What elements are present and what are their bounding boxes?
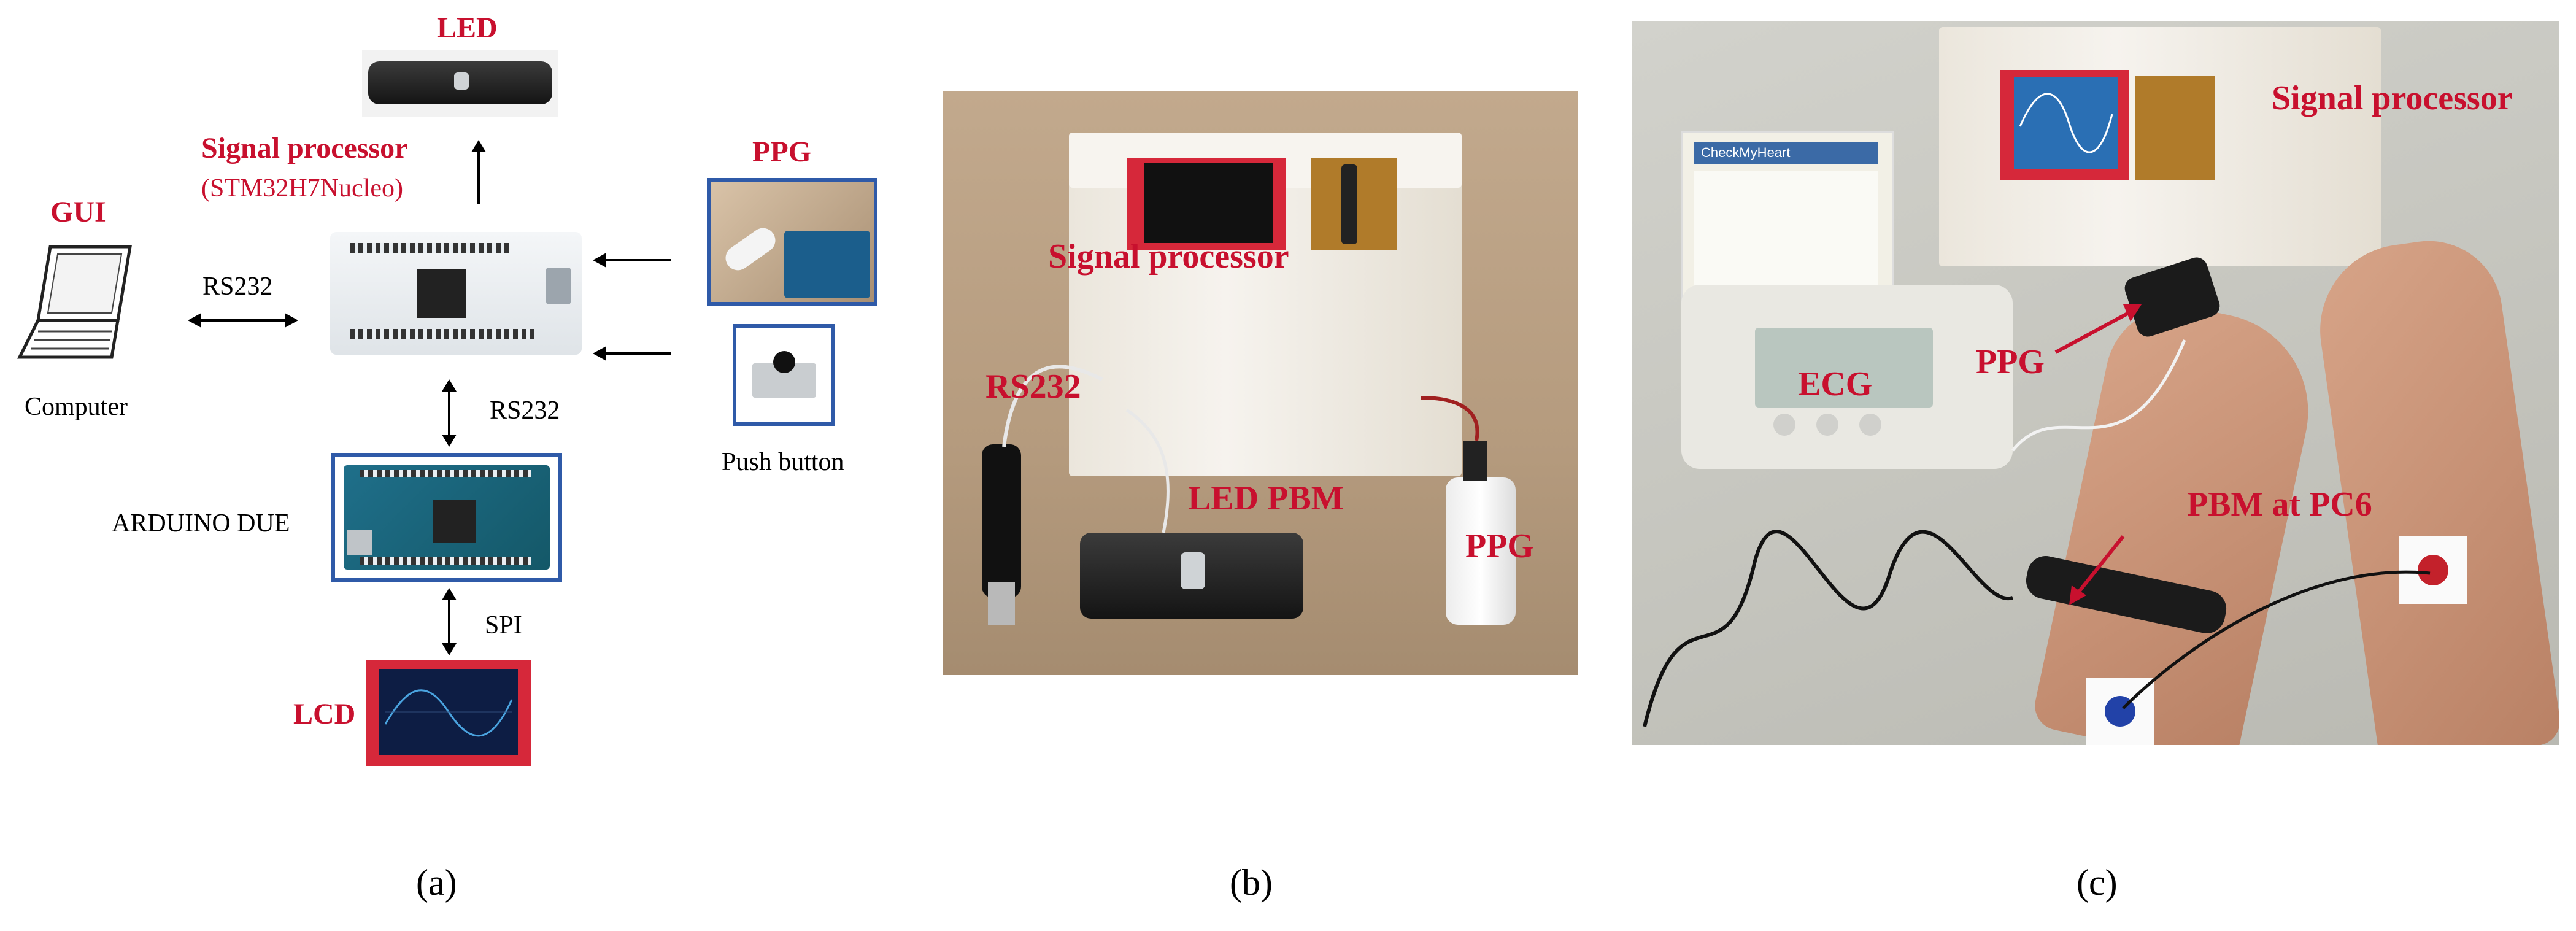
gui-label: GUI: [50, 196, 106, 228]
lcd-waveform-c: [2019, 93, 2113, 153]
signal-processor-label-c: Signal processor: [2272, 79, 2513, 117]
lcd-photo: [366, 660, 531, 766]
led-band-photo: [362, 50, 558, 117]
arrow-button-to-processor: [593, 346, 671, 361]
laptop-icon: [17, 245, 132, 359]
rs232-label-b: RS232: [985, 368, 1081, 406]
led-label: LED: [437, 12, 498, 44]
caption-a: (a): [416, 862, 457, 903]
lcd-label: LCD: [293, 698, 356, 730]
caption-c: (c): [2077, 862, 2118, 903]
bidirectional-arrow-gui-processor: [188, 313, 298, 328]
arrow-up-to-led: [471, 140, 486, 204]
spi-label: SPI: [485, 611, 522, 639]
rs232-down-label: RS232: [490, 396, 560, 425]
stm32-board-photo: [325, 225, 589, 363]
push-button-label: Push button: [722, 448, 844, 476]
arrow-ppg-to-processor: [593, 253, 671, 268]
device-photo-b: Signal processor RS232 LED PBM PPG: [943, 91, 1578, 675]
led-pbm-label-b: LED PBM: [1188, 479, 1344, 517]
cables-b: [1002, 365, 1479, 533]
ppg-label-b: PPG: [1465, 527, 1534, 565]
bidirectional-arrow-processor-arduino: [442, 379, 457, 447]
device-brand-text: CheckMyHeart: [1701, 145, 1791, 160]
pointer-arrows-c: [2054, 304, 2142, 605]
rs232-left-label: RS232: [202, 272, 273, 301]
arduino-due-photo: [331, 453, 562, 582]
caption-b: (b): [1230, 862, 1273, 903]
arduino-due-label: ARDUINO DUE: [112, 509, 290, 538]
lcd-waveform: [384, 689, 513, 737]
ppg-sensor-photo: [707, 178, 877, 306]
cables-c: [1643, 339, 2431, 727]
ppg-label-c: PPG: [1976, 343, 2045, 381]
signal-processor-label: Signal processor: [201, 132, 408, 164]
signal-processor-model: (STM32H7Nucleo): [201, 174, 403, 203]
computer-label: Computer: [25, 393, 128, 421]
bidirectional-arrow-arduino-lcd: [442, 588, 457, 655]
signal-processor-label-b: Signal processor: [1048, 238, 1289, 276]
ppg-label-a: PPG: [752, 136, 811, 168]
push-button-photo: [733, 324, 835, 426]
pbm-at-pc6-label-c: PBM at PC6: [2187, 485, 2372, 523]
ecg-label-c: ECG: [1798, 365, 1873, 403]
measurement-photo-c: CheckMyHeart Signal proces: [1632, 21, 2559, 745]
